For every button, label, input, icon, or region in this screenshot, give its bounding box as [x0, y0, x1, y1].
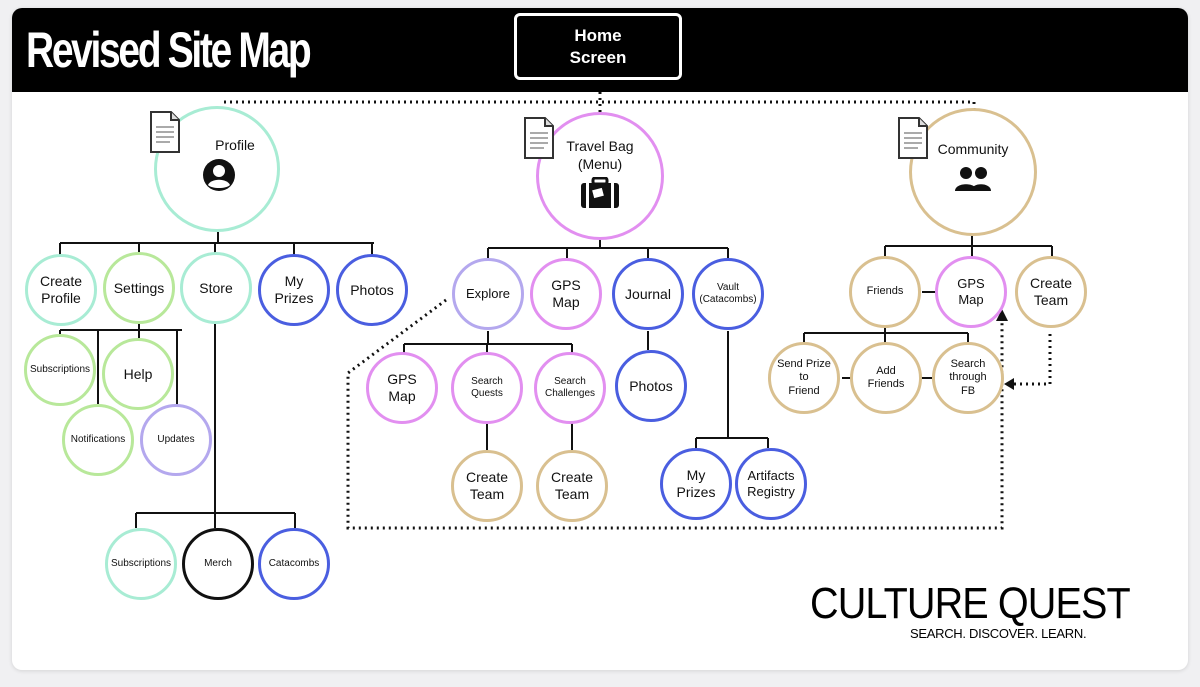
add-friends-node: Add Friends [850, 342, 922, 414]
community-hub-label: Community [937, 141, 1009, 157]
photos-node: Photos [336, 254, 408, 326]
catacombs-node: Catacombs [258, 528, 330, 600]
logo-wordmark: CULTURE QUEST [810, 579, 1131, 628]
culture-quest-logo: CULTURE QUEST SEARCH. DISCOVER. LEARN. [810, 579, 1165, 642]
vault-my-prizes-node: My Prizes [660, 448, 732, 520]
suitcase-icon [581, 177, 619, 208]
profile-doc-icon [150, 111, 180, 153]
create-team-node-2: Create Team [536, 450, 608, 522]
page-title: Revised Site Map [26, 22, 312, 78]
home-screen-node: Home Screen [514, 13, 682, 80]
merch-node: Merch [182, 528, 254, 600]
my-prizes-node: My Prizes [258, 254, 330, 326]
gps-map-node: GPS Map [530, 258, 602, 330]
search-challenges-node: Search Challenges [534, 352, 606, 424]
notifications-node: Notifications [62, 404, 134, 476]
community-doc-icon [898, 117, 928, 159]
logo-tagline: SEARCH. DISCOVER. LEARN. [910, 626, 1087, 641]
user-circle-icon [203, 159, 235, 191]
explore-node: Explore [452, 258, 524, 330]
journal-photos-node: Photos [615, 350, 687, 422]
travel-bag-hub: Travel Bag (Menu) [536, 112, 664, 240]
artifacts-registry-node: Artifacts Registry [735, 448, 807, 520]
subscriptions-node: Subscriptions [24, 334, 96, 406]
journal-node: Journal [612, 258, 684, 330]
friends-node: Friends [849, 256, 921, 328]
community-hub: Community [909, 108, 1037, 236]
site-map-card: Revised Site Map [12, 8, 1188, 670]
store-subscriptions-node: Subscriptions [105, 528, 177, 600]
travel-bag-doc-icon [524, 117, 554, 159]
send-prize-node: Send Prize to Friend [768, 342, 840, 414]
people-icon [955, 167, 991, 191]
travel-bag-hub-label: Travel Bag (Menu) [566, 138, 634, 172]
settings-node: Settings [103, 252, 175, 324]
profile-hub-label: Profile [215, 137, 255, 153]
search-quests-node: Search Quests [451, 352, 523, 424]
create-team-node-1: Create Team [451, 450, 523, 522]
connector-lines [59, 92, 1053, 530]
explore-gps-map-node: GPS Map [366, 352, 438, 424]
updates-node: Updates [140, 404, 212, 476]
community-gps-map-node: GPS Map [935, 256, 1007, 328]
create-profile-node: Create Profile [25, 254, 97, 326]
store-node: Store [180, 252, 252, 324]
search-fb-node: Search through FB [932, 342, 1004, 414]
help-node: Help [102, 338, 174, 410]
community-create-team-node: Create Team [1015, 256, 1087, 328]
vault-node: Vault (Catacombs) [692, 258, 764, 330]
